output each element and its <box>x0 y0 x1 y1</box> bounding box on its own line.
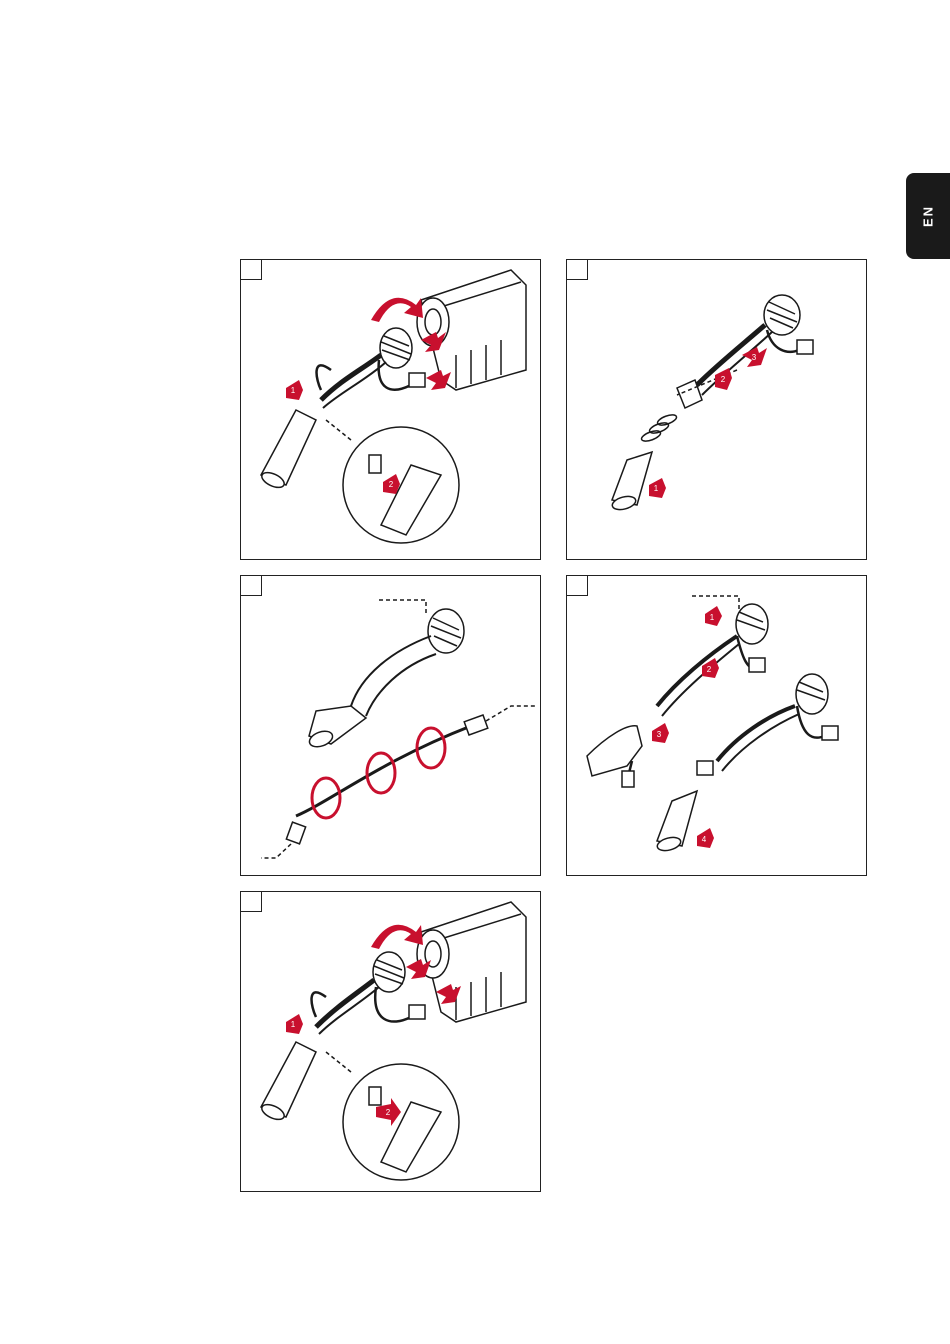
liner-insertion-illustration: 1 2 3 4 <box>567 576 868 877</box>
oring-replacement-illustration <box>241 576 542 877</box>
arrow-number: 1 <box>710 613 715 622</box>
arrow-number: 2 <box>707 665 712 674</box>
arrow-number: 3 <box>752 353 757 362</box>
illustration-step-3 <box>240 575 541 876</box>
torch-disconnect-illustration: 1 2 <box>241 260 542 561</box>
arrow-number: 1 <box>654 484 659 493</box>
liner-removal-illustration: 1 2 3 <box>567 260 868 561</box>
arrow-number: 3 <box>657 730 662 739</box>
arrow-number: 2 <box>386 1108 391 1117</box>
arrow-number: 2 <box>389 480 394 489</box>
illustration-step-5: 1 2 <box>240 891 541 1192</box>
language-tab[interactable]: EN <box>906 173 950 259</box>
arrow-number: 2 <box>721 375 726 384</box>
arrow-number: 4 <box>702 835 707 844</box>
illustration-step-4: 1 2 3 4 <box>566 575 867 876</box>
arrow-number: 1 <box>291 386 296 395</box>
illustration-step-2: 1 2 3 <box>566 259 867 560</box>
illustration-step-1: 1 2 <box>240 259 541 560</box>
language-tab-label: EN <box>921 205 936 227</box>
torch-reconnect-illustration: 1 2 <box>241 892 542 1193</box>
arrow-number: 1 <box>291 1020 296 1029</box>
